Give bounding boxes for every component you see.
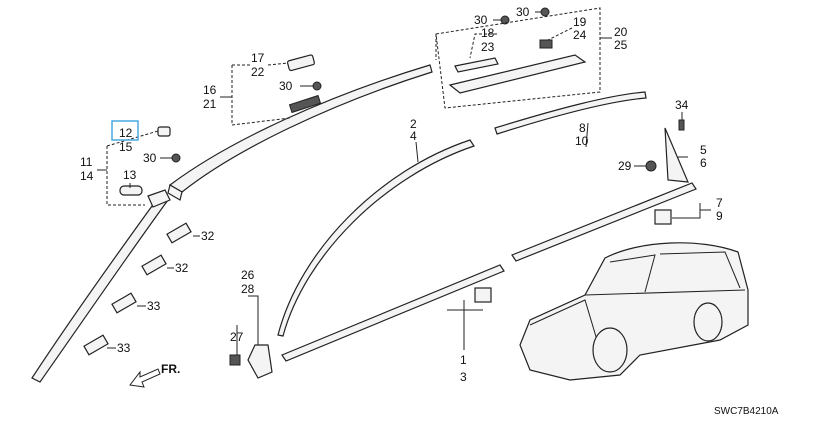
label-18: 18: [481, 26, 495, 40]
pillar-garnish-part: [31, 54, 322, 383]
label-19: 19: [573, 15, 587, 29]
front-arrow-icon: FR.: [129, 362, 180, 388]
label-15: 15: [119, 140, 133, 154]
front-label: FR.: [161, 362, 180, 376]
label-32: 32: [201, 229, 215, 243]
callout-labels: 30 30 18 23 19 24 20 25 17 22 30 16 21 1…: [80, 5, 723, 384]
label-20: 20: [614, 25, 628, 39]
roof-end-cover-part: [448, 7, 587, 94]
door-molding-part: [281, 182, 697, 362]
diagram-code: SWC7B4210A: [714, 406, 779, 417]
vehicle-outline: [519, 242, 749, 381]
label-1: 1: [460, 353, 467, 367]
label-6: 6: [700, 156, 707, 170]
roof-molding-part: [167, 64, 433, 201]
windshield-molding-part: [277, 139, 475, 337]
clips-part: [83, 222, 192, 356]
label-34: 34: [675, 98, 689, 112]
label-10: 10: [575, 134, 589, 148]
label-28: 28: [241, 282, 255, 296]
label-11: 11: [80, 155, 93, 169]
label-14: 14: [80, 169, 94, 183]
label-3: 3: [460, 370, 467, 384]
label-26: 26: [241, 268, 255, 282]
label-13: 13: [123, 168, 137, 182]
label-30: 30: [516, 5, 530, 19]
label-27: 27: [230, 330, 244, 344]
label-32: 32: [175, 261, 189, 275]
label-9: 9: [716, 209, 723, 223]
triangle-garnish-part: [645, 119, 689, 183]
label-2: 2: [410, 117, 417, 131]
label-25: 25: [614, 38, 628, 52]
label-30: 30: [279, 79, 293, 93]
label-30: 30: [474, 13, 488, 27]
label-24: 24: [573, 28, 587, 42]
label-33: 33: [117, 341, 131, 355]
label-5: 5: [700, 143, 707, 157]
seal-clip-part: [229, 344, 273, 379]
label-23: 23: [481, 40, 495, 54]
label-33: 33: [147, 299, 161, 313]
label-21: 21: [203, 97, 217, 111]
label-22: 22: [251, 65, 265, 79]
label-29: 29: [618, 159, 632, 173]
label-7: 7: [716, 196, 723, 210]
label-16: 16: [203, 83, 217, 97]
highlight-box: [111, 120, 139, 141]
leader-lines: [97, 7, 711, 355]
label-12: 12: [119, 126, 133, 140]
rear-molding-part: [494, 91, 647, 135]
label-17: 17: [251, 51, 265, 65]
label-8: 8: [579, 121, 586, 135]
label-4: 4: [410, 129, 417, 143]
label-30: 30: [143, 151, 157, 165]
